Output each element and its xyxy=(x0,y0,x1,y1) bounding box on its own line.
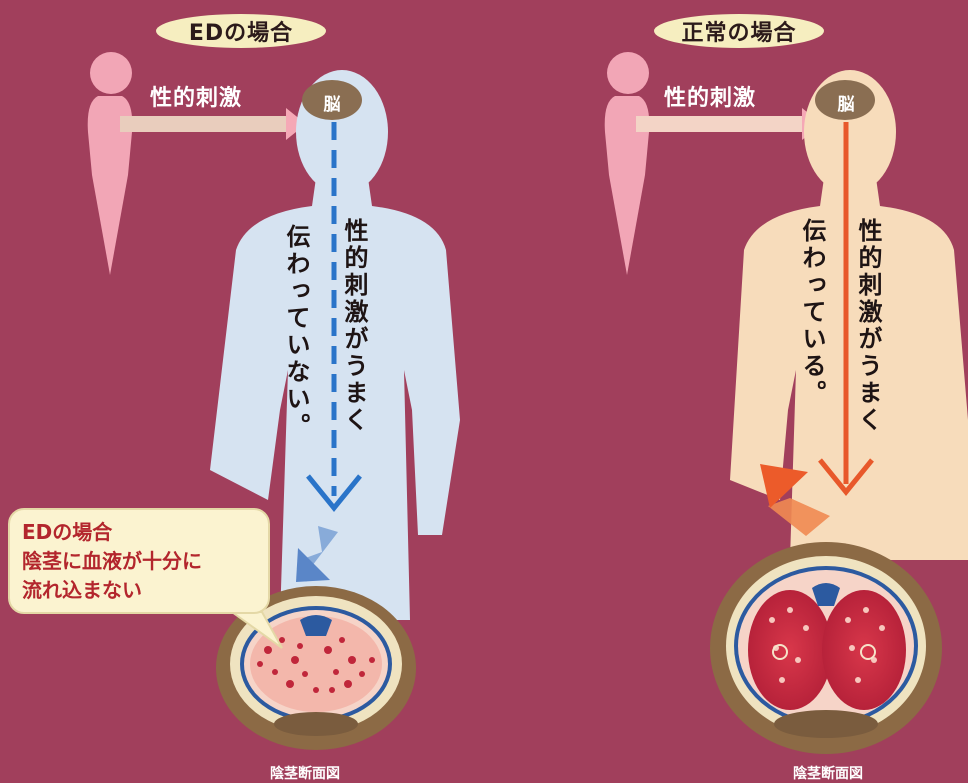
caption-right: 陰茎断面図 xyxy=(793,763,863,783)
ed-callout: EDの場合 陰茎に血液が十分に 流れ込まない xyxy=(8,508,270,614)
vertical-text-right-2: 伝わっている。 xyxy=(800,218,824,407)
callout-line-3: 流れ込まない xyxy=(22,576,256,605)
brain-label-right: 脳 xyxy=(826,90,866,115)
penis-cross-section-right xyxy=(710,542,942,754)
woman-figure-left xyxy=(88,52,133,275)
vertical-text-left-1: 性的刺激がうまく xyxy=(342,218,366,434)
brain-label-left: 脳 xyxy=(312,90,352,115)
woman-figure-right xyxy=(605,52,650,275)
stimulus-arrow-left xyxy=(120,108,306,140)
stimulus-label-left: 性的刺激 xyxy=(150,80,242,112)
vertical-text-left-2: 伝わっていない。 xyxy=(284,224,308,440)
title-normal-case: 正常の場合 xyxy=(654,14,824,48)
vertical-text-right-1: 性的刺激がうまく xyxy=(856,218,880,434)
callout-line-1: EDの場合 xyxy=(22,518,256,547)
callout-line-2: 陰茎に血液が十分に xyxy=(22,547,256,576)
title-ed-case: EDの場合 xyxy=(156,14,326,48)
stimulus-label-right: 性的刺激 xyxy=(664,80,756,112)
stimulus-arrow-right xyxy=(636,108,822,140)
caption-left: 陰茎断面図 xyxy=(270,763,340,783)
